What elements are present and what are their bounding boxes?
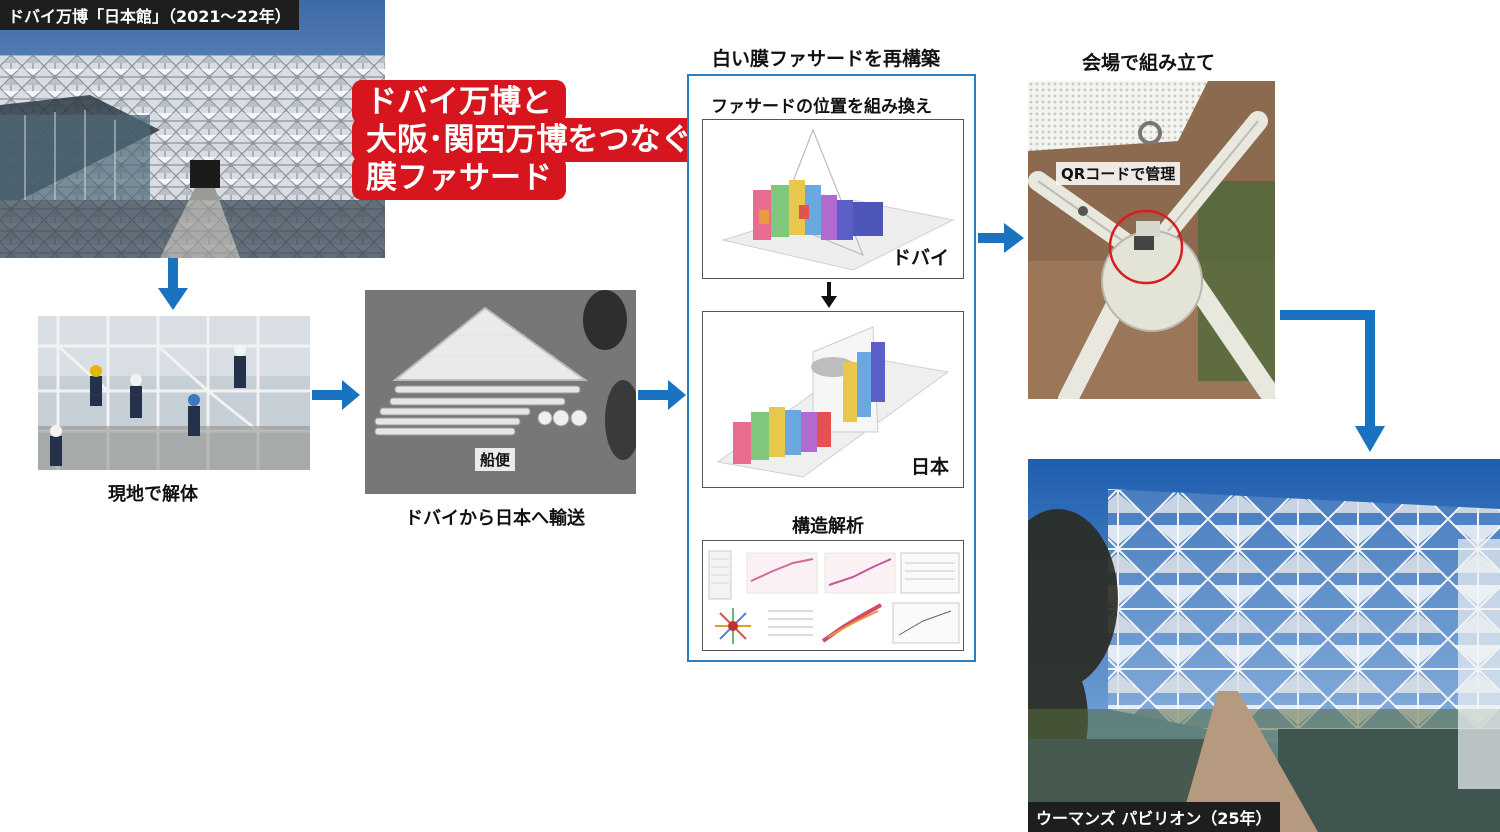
- japan-layout-panel: 日本: [702, 311, 964, 488]
- analysis-subtitle: 構造解析: [792, 516, 864, 537]
- dubai-pavilion-photo: ドバイ万博「日本館」（2021～22年）: [0, 0, 385, 258]
- dismantle-caption: 現地で解体: [108, 484, 198, 505]
- japan-label: 日本: [910, 456, 949, 478]
- dubai-layout-panel: ドバイ: [702, 119, 964, 279]
- rebuild-title: 白い膜ファサードを再構築: [712, 48, 941, 70]
- title-banner-line2: 大阪･関西万博をつなぐ: [352, 118, 706, 162]
- assembly-title: 会場で組み立て: [1082, 52, 1216, 74]
- dubai-label: ドバイ: [891, 247, 949, 269]
- ship-tag: 船便: [475, 448, 516, 471]
- transport-caption: ドバイから日本へ輸送: [405, 508, 585, 529]
- qr-tag: QRコードで管理: [1056, 162, 1181, 185]
- title-banner-line1: ドバイ万博と: [352, 80, 566, 124]
- pavilion-photo-label: ドバイ万博「日本館」（2021～22年）: [0, 0, 299, 30]
- final-photo-label: ウーマンズ パビリオン（25年）: [1028, 802, 1280, 832]
- womens-pavilion-photo: ウーマンズ パビリオン（25年）: [1028, 459, 1500, 832]
- down-arrow-icon: [821, 282, 837, 308]
- structural-analysis-panel: [702, 540, 964, 651]
- title-banner-line3: 膜ファサード: [352, 156, 566, 200]
- transport-photo: 船便: [365, 290, 636, 494]
- rearrange-subtitle: ファサードの位置を組み換え: [711, 97, 932, 117]
- dismantle-photo: [38, 316, 310, 470]
- assembly-photo: QRコードで管理: [1028, 81, 1275, 399]
- rebuild-process-box: ファサードの位置を組み換え ドバイ: [687, 74, 976, 662]
